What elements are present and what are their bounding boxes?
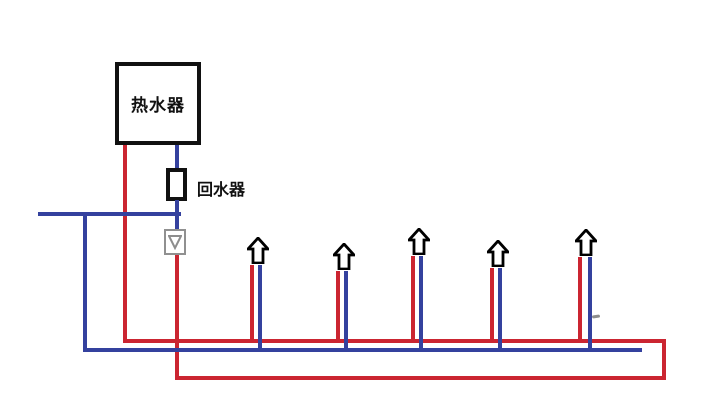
fixture-hot-riser bbox=[578, 257, 582, 343]
fixture-cold-riser bbox=[419, 256, 423, 352]
fixture-cold-riser bbox=[258, 265, 262, 352]
up-arrow-icon bbox=[575, 229, 597, 256]
return-riser-pipe bbox=[175, 255, 179, 380]
fixture-4 bbox=[483, 240, 513, 352]
up-arrow-icon bbox=[408, 228, 430, 255]
up-arrow-icon bbox=[247, 237, 269, 264]
up-arrow-icon bbox=[487, 240, 509, 267]
fixture-hot-riser bbox=[411, 256, 415, 343]
fixture-hot-riser bbox=[336, 271, 340, 343]
fixture-hot-riser bbox=[250, 265, 254, 343]
check-valve bbox=[164, 229, 186, 255]
return-device-label: 回水器 bbox=[197, 182, 246, 199]
cold-supply-main-pipe bbox=[83, 348, 642, 352]
fixture-cold-riser bbox=[344, 271, 348, 352]
heater-to-return-device-pipe bbox=[175, 145, 179, 169]
hot-return-main-pipe bbox=[175, 376, 666, 380]
cold-drop-pipe-vertical bbox=[83, 212, 87, 352]
hot-supply-main-pipe bbox=[123, 339, 666, 343]
fixture-hot-riser bbox=[490, 268, 494, 343]
loop-end-connector-pipe bbox=[662, 339, 666, 380]
fixture-3 bbox=[404, 228, 434, 352]
return-device-box bbox=[166, 168, 187, 201]
hot-outlet-pipe-vertical bbox=[123, 145, 127, 343]
check-valve-icon bbox=[168, 235, 182, 250]
water-heater-label: 热水器 bbox=[131, 96, 185, 115]
fixture-cold-riser bbox=[498, 268, 502, 352]
fixture-cold-riser bbox=[588, 257, 592, 352]
fixture-5 bbox=[571, 229, 601, 352]
up-arrow-icon bbox=[333, 243, 355, 270]
cold-inlet-pipe-horizontal bbox=[38, 212, 181, 216]
fixture-1 bbox=[243, 237, 273, 352]
fixture-2 bbox=[329, 243, 359, 352]
water-heater-box: 热水器 bbox=[115, 62, 201, 145]
